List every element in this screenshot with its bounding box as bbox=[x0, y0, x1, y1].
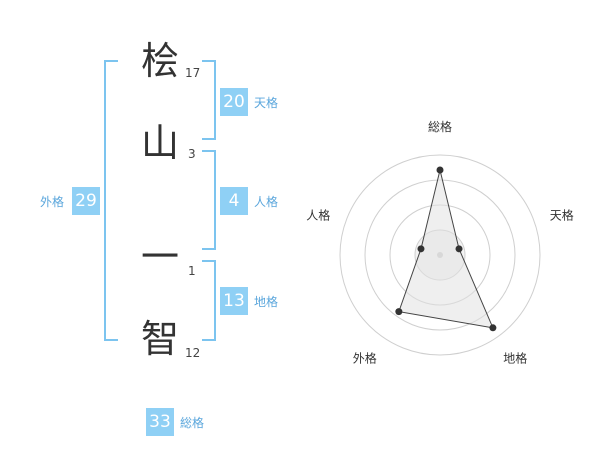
name-char-2: 山 bbox=[140, 121, 179, 165]
name-char-4: 智 bbox=[140, 317, 179, 361]
tenkaku-bracket bbox=[202, 60, 216, 140]
chikaku-value: 13 bbox=[220, 287, 248, 315]
soukaku-value: 33 bbox=[146, 408, 174, 436]
stroke-count-1: 17 bbox=[185, 66, 201, 80]
radar-axis-label-1: 総格 bbox=[428, 119, 452, 134]
chikaku-bracket bbox=[202, 260, 216, 341]
radar-point-5 bbox=[417, 245, 425, 253]
gaikaku-bracket bbox=[104, 60, 118, 341]
jinkaku-value: 4 bbox=[220, 187, 248, 215]
name-char-3: 一 bbox=[140, 235, 179, 279]
gaikaku-value: 29 bbox=[72, 187, 100, 215]
tenkaku-label: 天格 bbox=[254, 96, 279, 110]
chikaku-label: 地格 bbox=[254, 295, 279, 309]
tenkaku-value: 20 bbox=[220, 88, 248, 116]
radar-axis-label-5: 人格 bbox=[306, 207, 330, 222]
radar-point-1 bbox=[436, 166, 444, 174]
radar-polygon bbox=[398, 169, 494, 329]
radar-point-3 bbox=[489, 324, 497, 332]
jinkaku-label: 人格 bbox=[254, 195, 279, 209]
stroke-count-2: 3 bbox=[188, 147, 196, 161]
stroke-count-3: 1 bbox=[188, 264, 196, 278]
stroke-count-4: 12 bbox=[185, 346, 201, 360]
radar-axis-label-2: 天格 bbox=[550, 207, 574, 222]
gaikaku-label: 外格 bbox=[40, 195, 65, 209]
radar-point-4 bbox=[395, 308, 403, 316]
soukaku-label: 総格 bbox=[180, 416, 205, 430]
radar-point-2 bbox=[455, 245, 463, 253]
name-char-1: 桧 bbox=[140, 39, 179, 83]
jinkaku-bracket bbox=[202, 150, 216, 250]
radar-axis-label-4: 外格 bbox=[353, 351, 377, 366]
radar-axis-label-3: 地格 bbox=[503, 351, 527, 366]
